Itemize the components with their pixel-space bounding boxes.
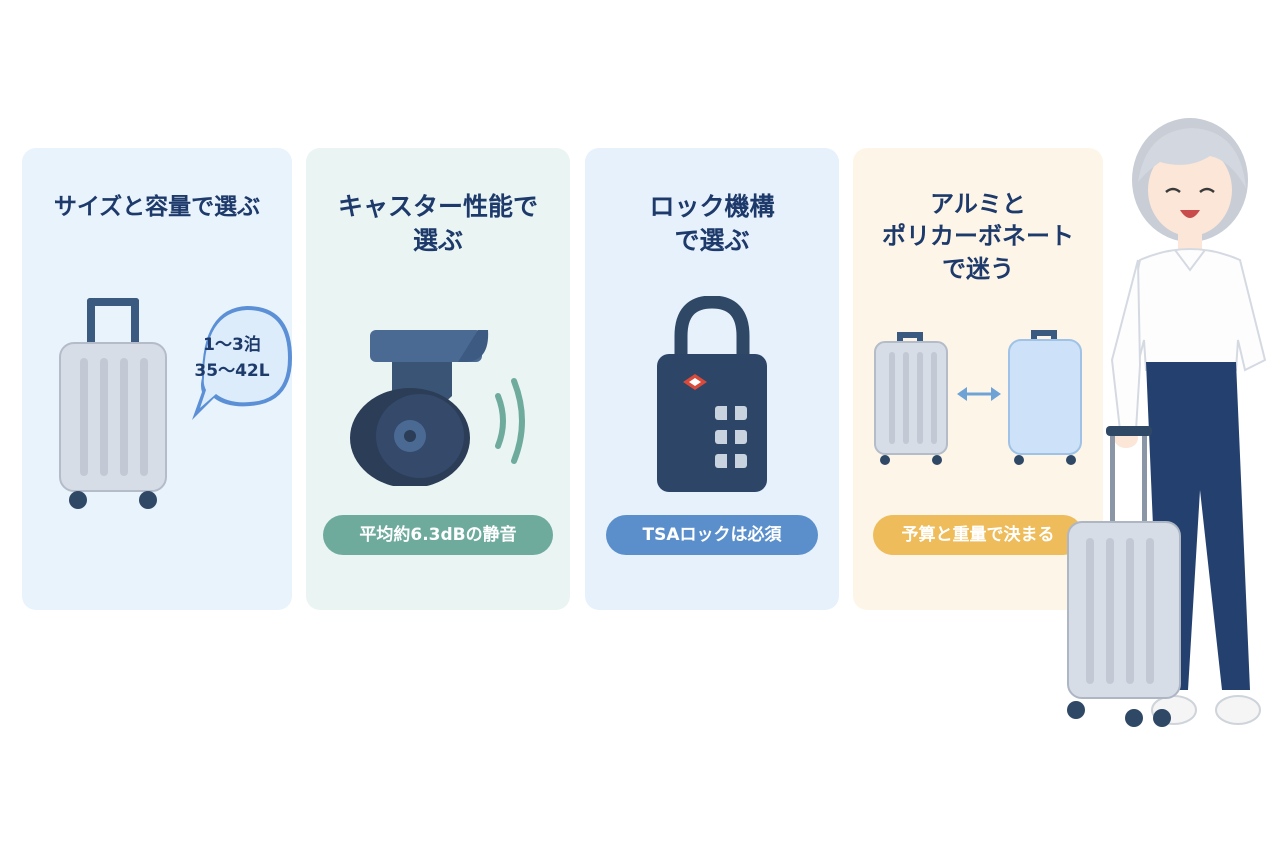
material-decision-badge: 予算と重量で決まる <box>873 515 1083 555</box>
card-title-line: キャスター性能で <box>337 192 538 221</box>
card-size-capacity: サイズと容量で選ぶ 1〜3泊 35〜42L <box>22 148 292 610</box>
card-title-line: アルミと <box>930 190 1026 218</box>
card-material: アルミと ポリカーボネート で迷う 予算と重量で決まる <box>853 148 1103 610</box>
card-title: ロック機構 で選ぶ <box>585 190 839 258</box>
card-title: キャスター性能で 選ぶ <box>306 190 570 258</box>
tsa-lock-badge: TSAロックは必須 <box>606 515 818 555</box>
card-caster: キャスター性能で 選ぶ 平均約6.3dBの静音 <box>306 148 570 610</box>
speech-bubble: 1〜3泊 35〜42L <box>184 333 280 384</box>
bubble-line: 1〜3泊 <box>203 335 261 355</box>
card-title: アルミと ポリカーボネート で迷う <box>853 188 1103 285</box>
card-title: サイズと容量で選ぶ <box>22 192 292 223</box>
bubble-line: 35〜42L <box>194 360 270 381</box>
tsa-padlock-icon <box>657 296 767 492</box>
card-title-line: で迷う <box>942 254 1014 283</box>
card-title-line: ロック機構 <box>649 192 775 221</box>
compare-suitcases-icon <box>874 330 1082 465</box>
caster-noise-badge: 平均約6.3dBの静音 <box>323 515 553 555</box>
card-lock: ロック機構 で選ぶ TSAロックは必須 <box>585 148 839 610</box>
character-illustration <box>1067 118 1267 727</box>
card-title-line: サイズと容量で選ぶ <box>53 194 261 220</box>
suitcase-icon <box>59 298 292 509</box>
card-title-line: ポリカーボネート <box>882 222 1074 251</box>
caster-wheel-icon <box>350 330 525 486</box>
card-title-line: で選ぶ <box>674 225 750 255</box>
card-title-line: 選ぶ <box>412 225 463 255</box>
